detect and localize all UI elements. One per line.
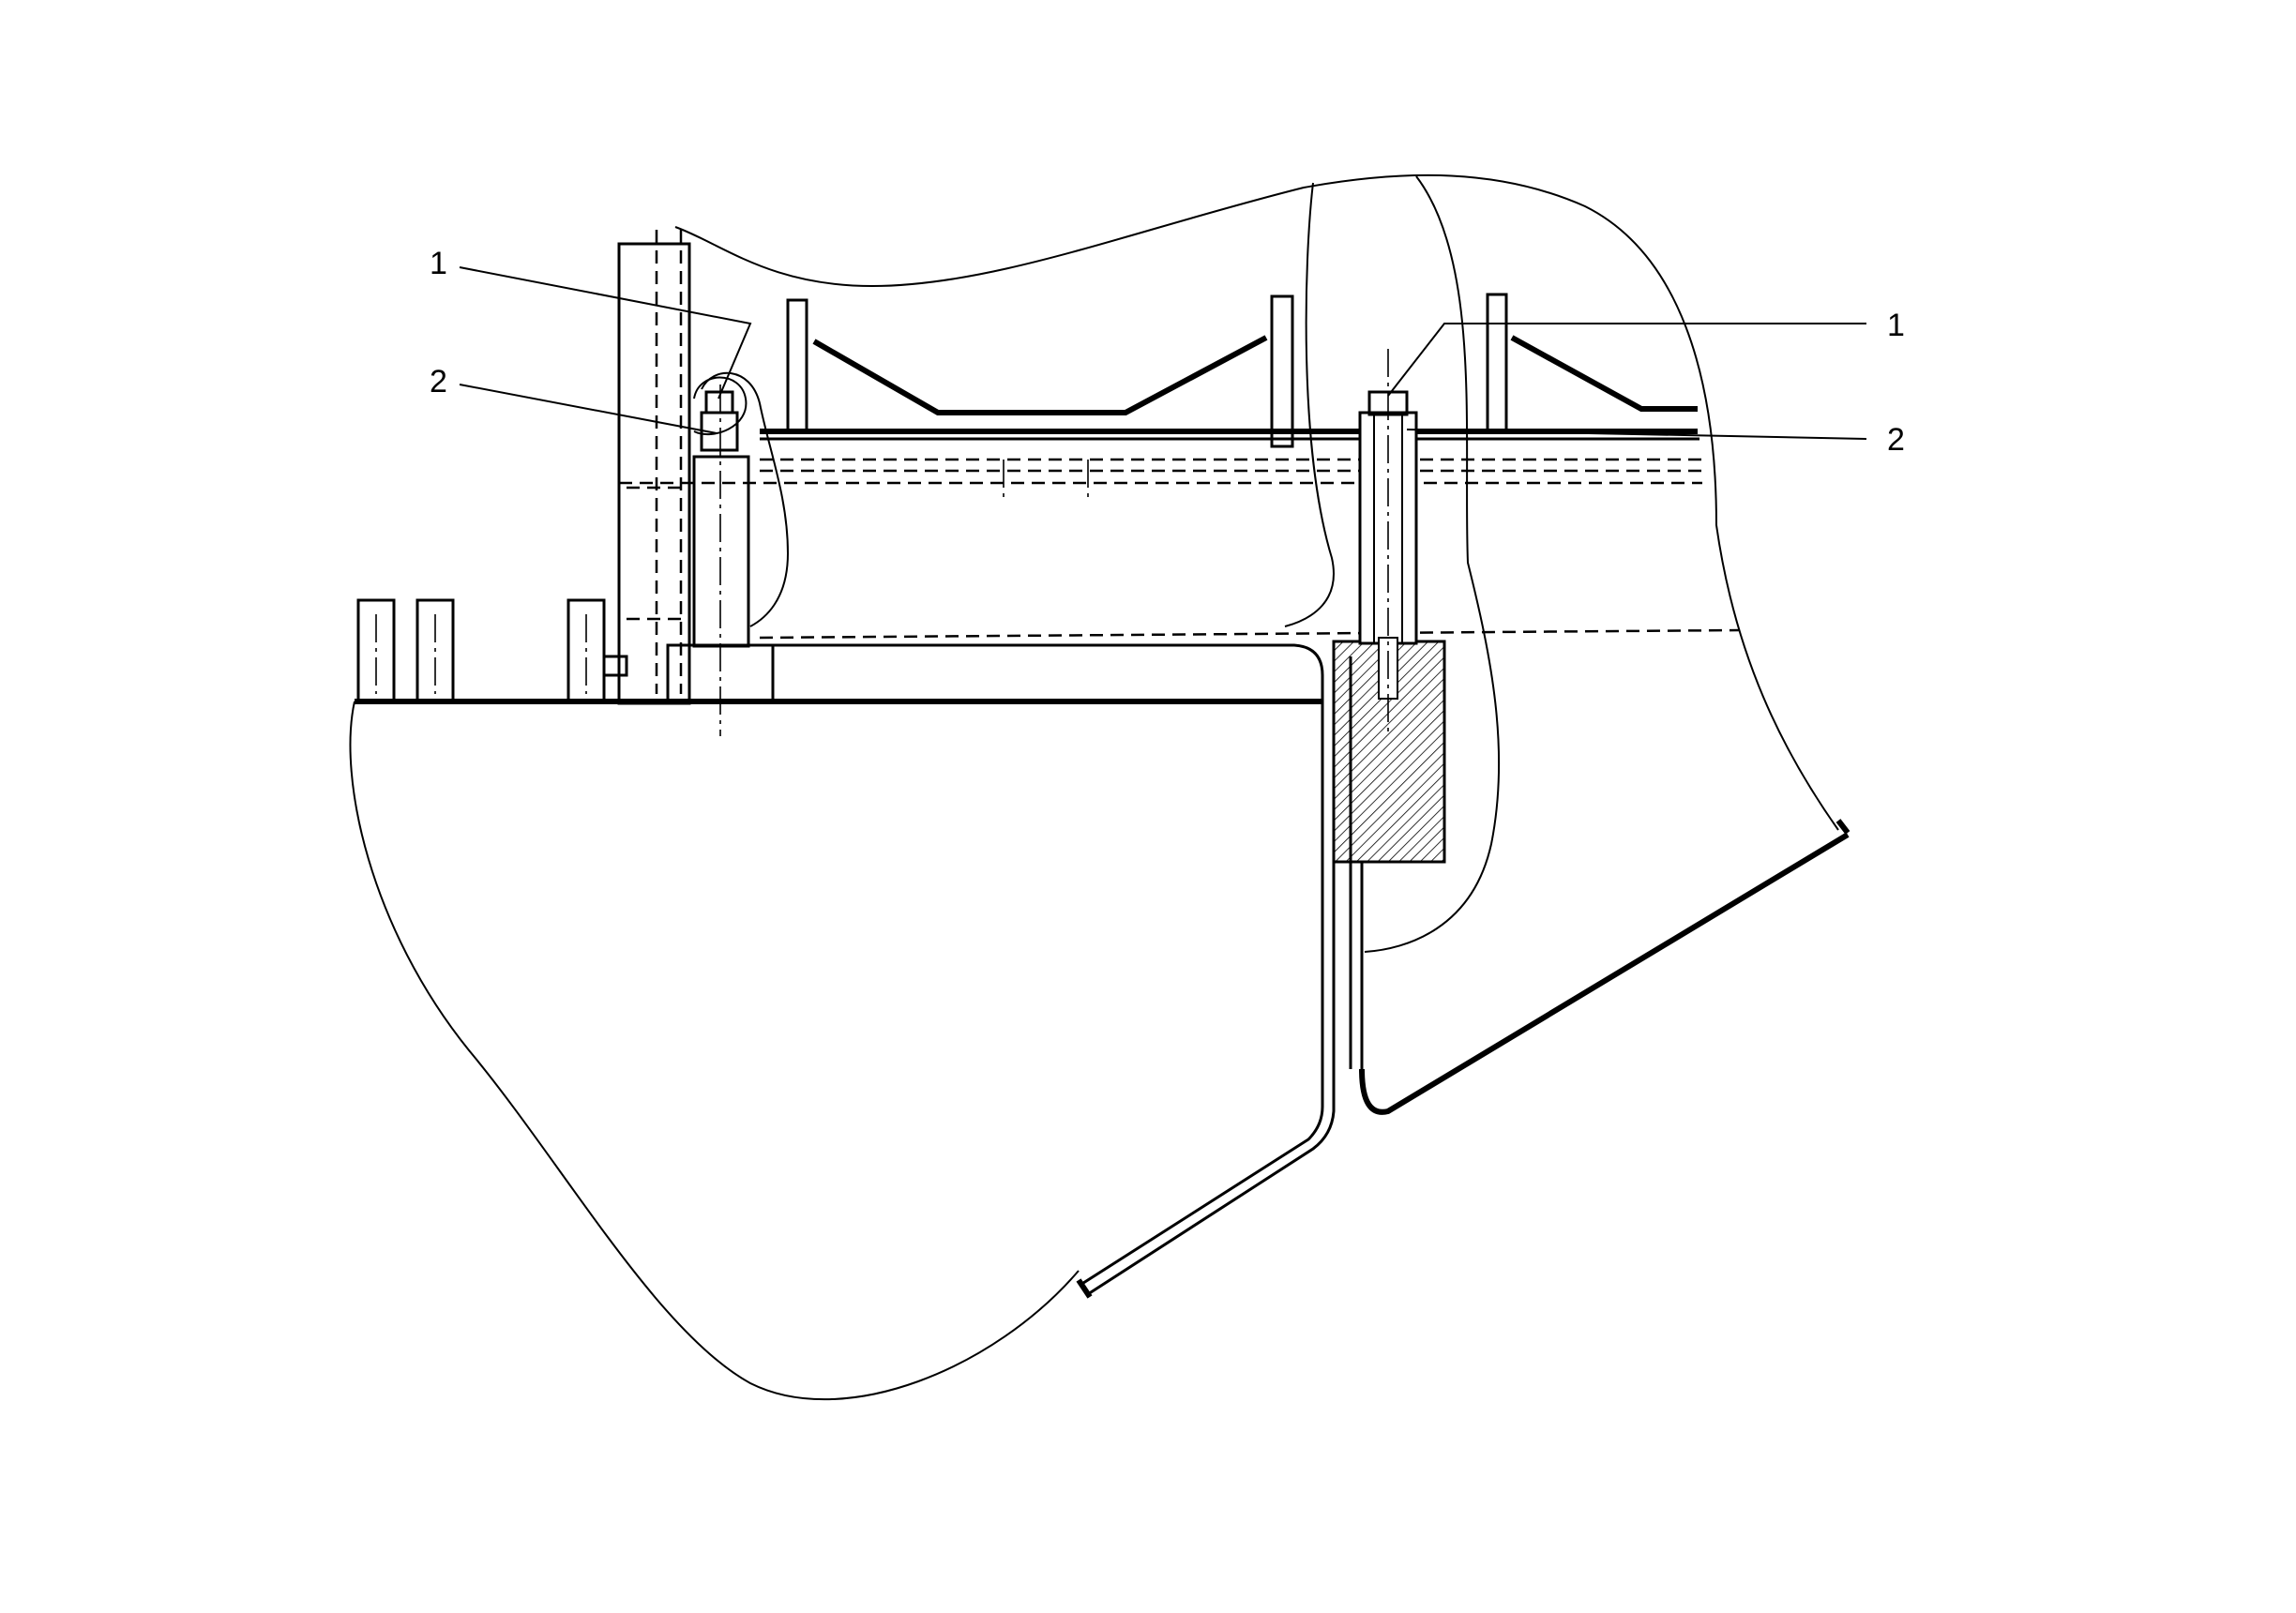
upper-structure xyxy=(619,293,1741,640)
callout-right-2: 2 xyxy=(1887,422,1905,458)
section-outline-mid xyxy=(1364,175,1501,953)
leader-right-1 xyxy=(1387,323,1866,397)
stiffener-3 xyxy=(1486,293,1508,433)
section-outline-upper xyxy=(1284,182,1335,627)
leader-right-2 xyxy=(1406,429,1867,440)
right-bolt-assembly xyxy=(1332,349,1446,864)
breakout-outlines xyxy=(349,173,1839,1401)
left-bolt-assembly xyxy=(666,384,775,736)
deck-upper-edge xyxy=(769,643,1324,1287)
callout-left-2: 2 xyxy=(430,364,447,399)
left-posts xyxy=(356,598,628,703)
deck-lower-edge xyxy=(1087,656,1336,1296)
stiffener-1 xyxy=(786,298,808,433)
upper-breakout-outline xyxy=(674,173,1839,831)
left-bolt-breakout xyxy=(701,371,790,627)
left-bolt-sleeve xyxy=(692,455,750,648)
deck-end-cap xyxy=(1076,1278,1093,1299)
callout-leaders xyxy=(459,266,1867,440)
lower-breakout-outline xyxy=(349,701,1080,1401)
bracket-right xyxy=(1510,335,1698,412)
callout-left-1: 1 xyxy=(430,246,447,281)
post-3-clamp xyxy=(604,655,628,677)
deck-plate xyxy=(355,643,1336,1299)
stiffener-2 xyxy=(1270,294,1294,448)
flange-bend xyxy=(1359,832,1850,1115)
left-bolt-head xyxy=(704,390,734,415)
bracket-left xyxy=(812,335,1268,415)
flange-tip xyxy=(1835,819,1850,835)
rail-dash-4 xyxy=(759,628,1741,640)
callout-right-1: 1 xyxy=(1887,308,1905,343)
column-outer xyxy=(617,242,691,705)
leader-left-2 xyxy=(459,384,718,434)
leader-left-1 xyxy=(459,266,752,399)
